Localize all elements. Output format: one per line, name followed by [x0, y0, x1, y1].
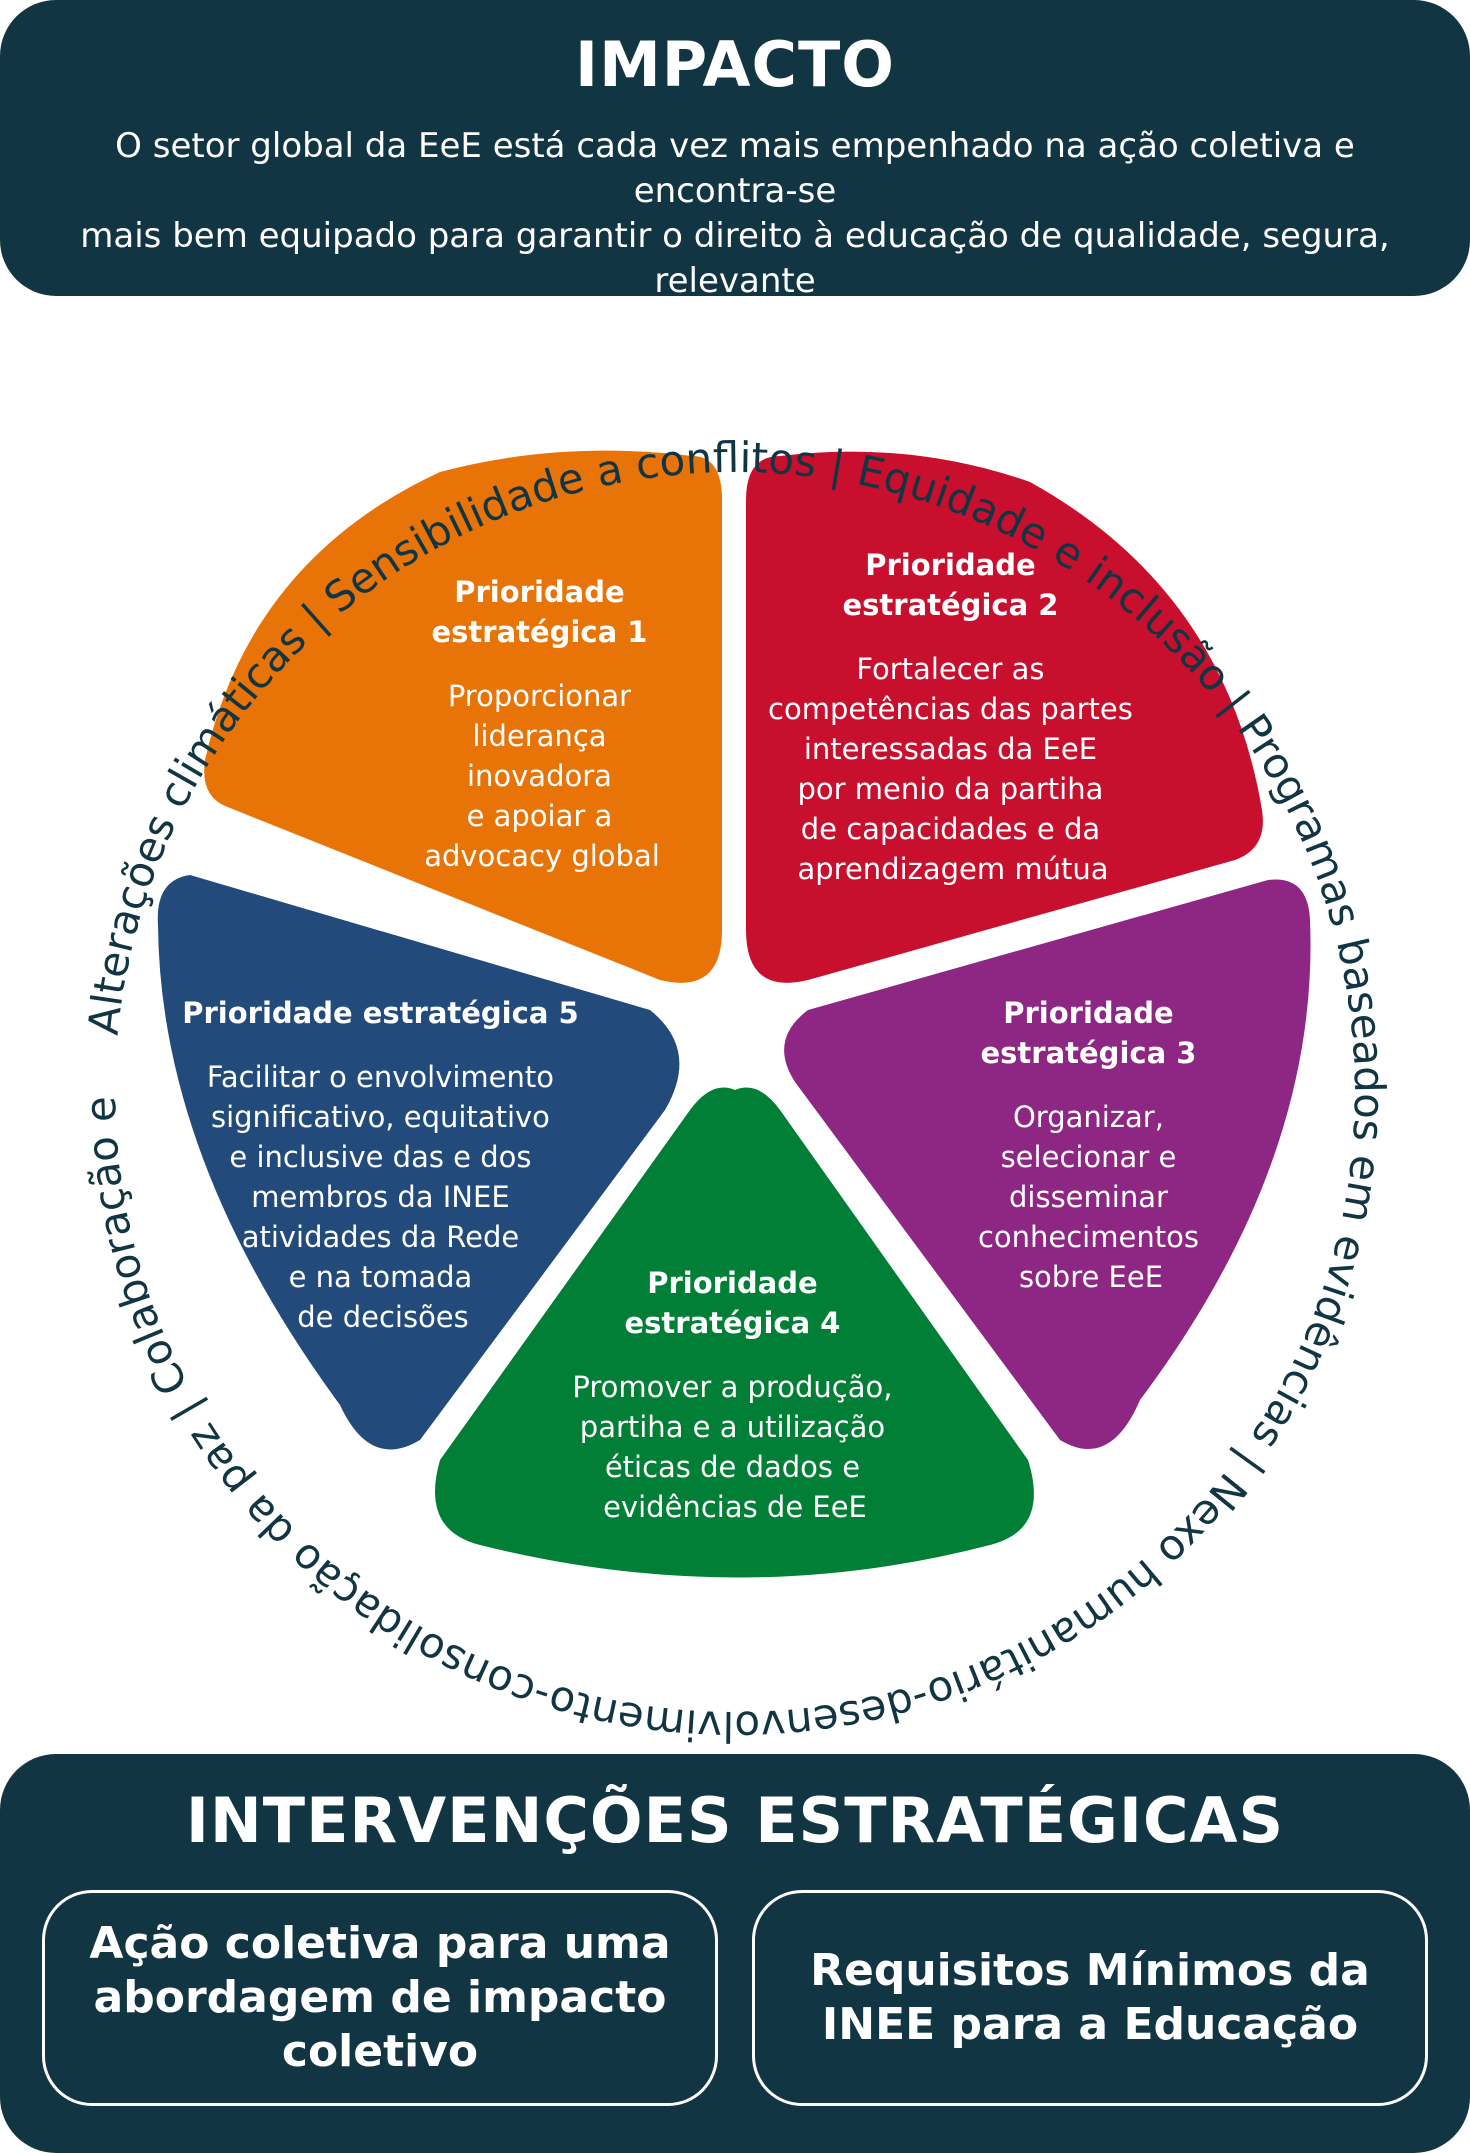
priority-description: liderança	[472, 719, 606, 753]
impact-line: e inclusiva em todos os contextos de cri…	[373, 306, 1097, 346]
priority-description: disseminar	[1009, 1180, 1168, 1214]
intervention-line: coletivo	[281, 2026, 479, 2077]
intervention-collective-action: Ação coletiva para uma abordagem de impa…	[42, 1890, 718, 2106]
priority-description: selecionar e	[1001, 1140, 1177, 1174]
intervention-line: abordagem de impacto	[93, 1972, 667, 2023]
priority-title: Prioridade	[865, 548, 1035, 582]
priority-description: interessadas da EeE	[804, 732, 1097, 766]
priority-3-sector	[784, 879, 1311, 1449]
priority-1-sector	[204, 450, 722, 983]
impact-line: O setor global da EeE está cada vez mais…	[115, 126, 1355, 211]
priority-5-text: Prioridade estratégica 5 Facilitar o env…	[182, 996, 584, 1334]
priority-2-text: Prioridade estratégica 2 Fortalecer as c…	[768, 548, 1138, 886]
priority-description: partiha e a utilização	[580, 1410, 885, 1444]
priority-3-text: Prioridade estratégica 3 Organizar, sele…	[978, 996, 1204, 1294]
priority-description: Proporcionar	[448, 679, 631, 713]
priority-description: membros da INEE	[251, 1180, 509, 1214]
priority-description: evidências de EeE	[603, 1490, 867, 1524]
priority-description: Fortalecer as	[856, 652, 1044, 686]
priority-title: Prioridade estratégica 5	[182, 996, 578, 1030]
impact-line: mais bem equipado para garantir o direit…	[80, 216, 1390, 301]
priority-description: atividades da Rede	[242, 1220, 520, 1254]
interventions-title: INTERVENÇÕES ESTRATÉGICAS	[185, 1784, 1285, 1857]
priority-description: aprendizagem mútua	[797, 852, 1108, 886]
priorities-wheel: Alterações climáticas | Sensibilidade a …	[0, 296, 1394, 1751]
priority-title: estratégica 4	[624, 1306, 840, 1340]
priority-1-text: Prioridade estratégica 1 Proporcionar li…	[424, 575, 660, 873]
priority-description: inovadora	[467, 759, 612, 793]
priority-description: Organizar,	[1013, 1100, 1164, 1134]
intervention-minimum-standards: Requisitos Mínimos da INEE para a Educaç…	[752, 1890, 1428, 2106]
priority-description: conhecimentos	[978, 1220, 1199, 1254]
impact-description: O setor global da EeE está cada vez mais…	[30, 124, 1440, 349]
priority-2-sector	[746, 451, 1263, 983]
priority-description: de decisões	[297, 1300, 469, 1334]
priority-5-sector	[157, 875, 680, 1450]
priority-description: Facilitar o envolvimento	[207, 1060, 554, 1094]
priority-description: Promover a produção,	[572, 1370, 892, 1404]
priority-title: estratégica 3	[980, 1036, 1196, 1070]
intervention-line: INEE para a Educação	[821, 1999, 1359, 2050]
priority-description: sobre EeE	[1019, 1260, 1163, 1294]
priority-4-sector	[435, 1087, 1034, 1578]
priority-title: Prioridade	[1003, 996, 1173, 1030]
priority-description: por menio da partiha	[798, 772, 1104, 806]
priority-title: Prioridade	[647, 1266, 817, 1300]
priority-description: éticas de dados e	[605, 1450, 860, 1484]
priority-title: Prioridade	[454, 575, 624, 609]
interventions-panel: INTERVENÇÕES ESTRATÉGICAS Ação coletiva …	[0, 1754, 1470, 2153]
intervention-line: Ação coletiva para uma	[89, 1918, 671, 1969]
impact-panel: IMPACTO O setor global da EeE está cada …	[0, 0, 1470, 346]
priority-title: estratégica 2	[842, 588, 1058, 622]
priority-description: e inclusive das e dos	[229, 1140, 531, 1174]
priority-description: e na tomada	[289, 1260, 473, 1294]
impact-title: IMPACTO	[575, 28, 895, 101]
priority-4-text: Prioridade estratégica 4 Promover a prod…	[572, 1266, 897, 1524]
priority-description: e apoiar a	[467, 799, 613, 833]
priority-description: competências das partes	[768, 692, 1133, 726]
priority-title: estratégica 1	[431, 615, 647, 649]
intervention-line: Requisitos Mínimos da	[810, 1945, 1370, 1996]
priority-description: advocacy global	[424, 839, 660, 873]
priority-description: de capacidades e da	[801, 812, 1100, 846]
priority-description: significativo, equitativo	[211, 1100, 550, 1134]
